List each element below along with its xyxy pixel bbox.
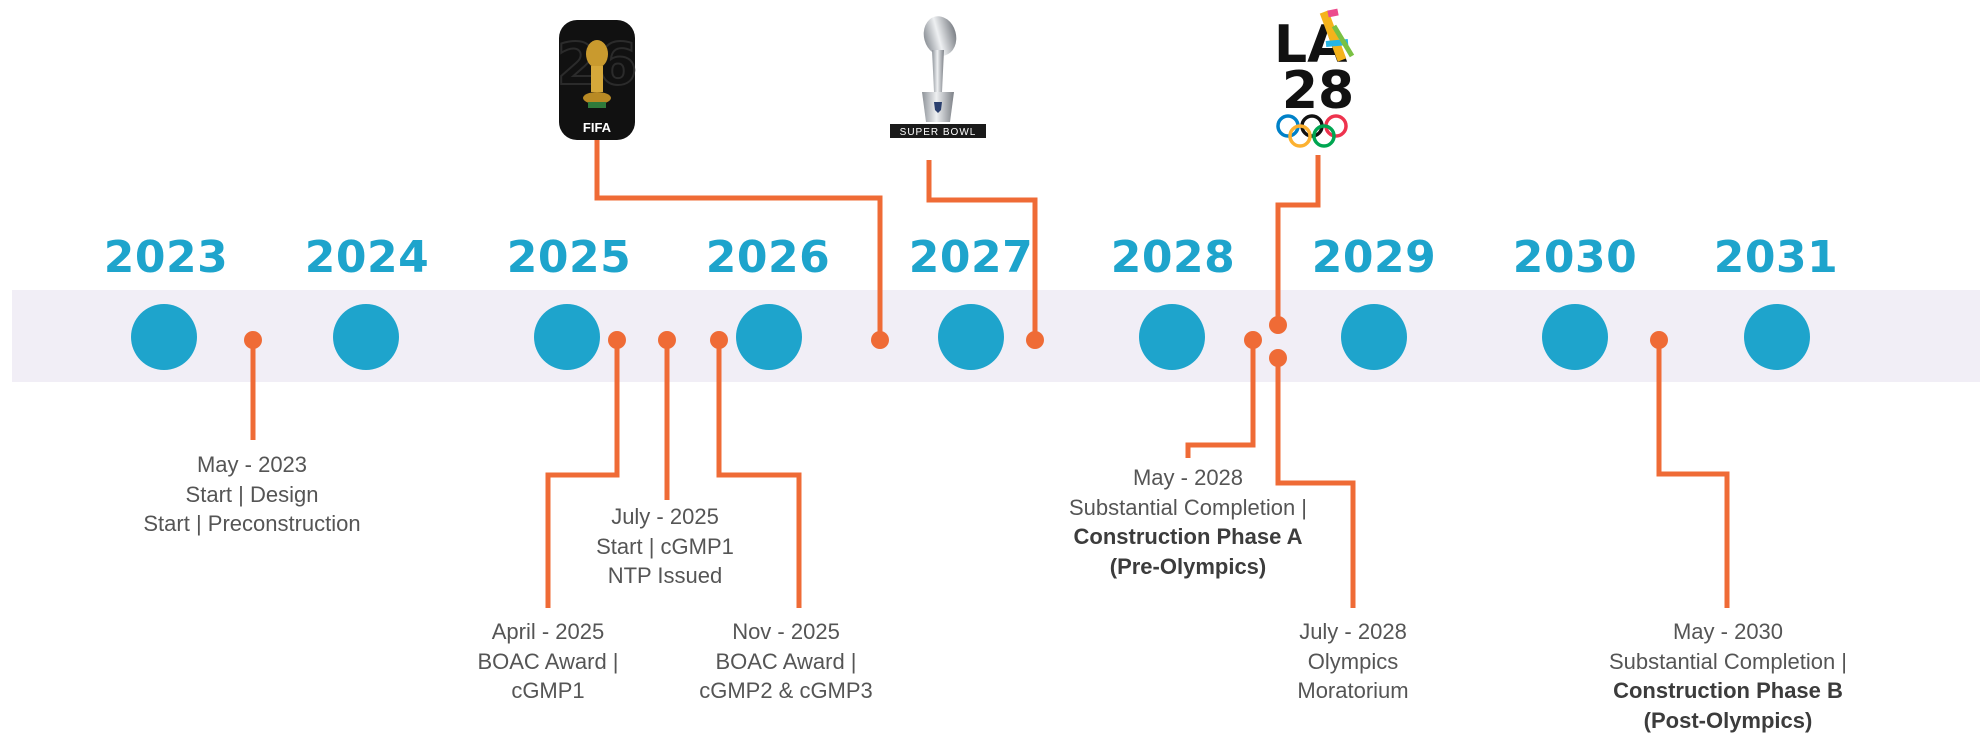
milestone-line: cGMP2 & cGMP3	[699, 678, 873, 703]
milestone-phase: Construction Phase B	[1613, 678, 1843, 703]
year-2026: 2026	[705, 232, 831, 283]
la28-wordmark-bottom: 28	[1282, 61, 1354, 121]
milestone-line: Olympics	[1307, 648, 1399, 674]
event-dot-la28	[1269, 316, 1287, 334]
connector-la28	[1275, 155, 1321, 325]
year-marker-2023	[131, 304, 197, 370]
connector-july-2028	[1275, 358, 1356, 608]
event-dot-fifa	[871, 331, 889, 349]
milestone-nov-2025: Nov - 2025 BOAC Award | cGMP2 & cGMP3	[626, 617, 946, 706]
year-2023: 2023	[103, 232, 229, 283]
year-2030: 2030	[1512, 232, 1638, 283]
milestone-dot-april-2025	[608, 331, 626, 349]
milestone-phase: Construction Phase A	[1073, 524, 1303, 549]
connector-april-2025	[545, 340, 620, 608]
milestone-dot-may-2023	[244, 331, 262, 349]
la28-olympics-logo-icon: LA 28	[1268, 4, 1368, 152]
milestone-phase-note: (Pre-Olympics)	[1109, 553, 1267, 579]
year-marker-2031	[1744, 304, 1810, 370]
milestone-date: Nov - 2025	[732, 619, 840, 644]
super-bowl-wordmark: SUPER BOWL	[900, 127, 977, 138]
milestone-april-2025: April - 2025 BOAC Award | cGMP1	[388, 617, 708, 706]
milestone-line: Start | Design	[185, 481, 319, 507]
milestone-date: May - 2028	[1132, 465, 1244, 490]
milestone-dot-nov-2025	[710, 331, 728, 349]
year-marker-2029	[1341, 304, 1407, 370]
milestone-date: July - 2028	[1299, 619, 1407, 644]
year-2028: 2028	[1110, 232, 1236, 283]
fifa-wordmark: FIFA	[583, 120, 612, 135]
year-marker-2024	[333, 304, 399, 370]
milestone-date: July - 2025	[611, 504, 719, 529]
milestone-line: Substantial Completion |	[1608, 648, 1848, 674]
connector-super-bowl	[926, 160, 1038, 340]
year-2027: 2027	[908, 232, 1034, 283]
year-2029: 2029	[1311, 232, 1437, 283]
milestone-line: BOAC Award |	[477, 648, 619, 674]
milestone-date: May - 2030	[1672, 619, 1784, 644]
year-marker-2027	[938, 304, 1004, 370]
year-2024: 2024	[304, 232, 430, 283]
milestone-july-2028: July - 2028 Olympics Moratorium	[1193, 617, 1513, 706]
milestone-line: BOAC Award |	[715, 648, 857, 674]
milestone-july-2025: July - 2025 Start | cGMP1 NTP Issued	[505, 502, 825, 591]
event-dot-super-bowl	[1026, 331, 1044, 349]
connector-nov-2025	[716, 340, 802, 608]
milestone-line: NTP Issued	[607, 563, 723, 588]
year-2031: 2031	[1713, 232, 1839, 283]
milestone-line: Substantial Completion |	[1068, 494, 1308, 520]
connector-may-2028	[1185, 340, 1256, 458]
milestone-may-2023: May - 2023 Start | Design Start | Precon…	[92, 450, 412, 539]
year-marker-2025	[534, 304, 600, 370]
milestone-dot-may-2030	[1650, 331, 1668, 349]
milestone-line: cGMP1	[511, 678, 585, 703]
milestone-date: May - 2023	[196, 452, 308, 477]
milestone-date: April - 2025	[491, 619, 605, 644]
milestone-may-2030: May - 2030 Substantial Completion | Cons…	[1568, 617, 1888, 735]
milestone-line: Start | Preconstruction	[143, 511, 361, 536]
milestone-dot-july-2028	[1269, 349, 1287, 367]
milestone-line: Moratorium	[1297, 678, 1409, 703]
connector-fifa	[594, 140, 883, 340]
super-bowl-trophy-icon: SUPER BOWL	[888, 14, 988, 144]
year-marker-2026	[736, 304, 802, 370]
milestone-dot-may-2028	[1244, 331, 1262, 349]
milestone-line: Start | cGMP1	[596, 533, 734, 559]
connector-may-2030	[1656, 340, 1730, 608]
year-marker-2028	[1139, 304, 1205, 370]
milestone-may-2028: May - 2028 Substantial Completion | Cons…	[1028, 463, 1348, 581]
year-2025: 2025	[506, 232, 632, 283]
fifa-2026-logo-icon: 26 FIFA	[555, 18, 639, 142]
milestone-phase-note: (Post-Olympics)	[1643, 707, 1813, 733]
year-marker-2030	[1542, 304, 1608, 370]
milestone-dot-july-2025	[658, 331, 676, 349]
